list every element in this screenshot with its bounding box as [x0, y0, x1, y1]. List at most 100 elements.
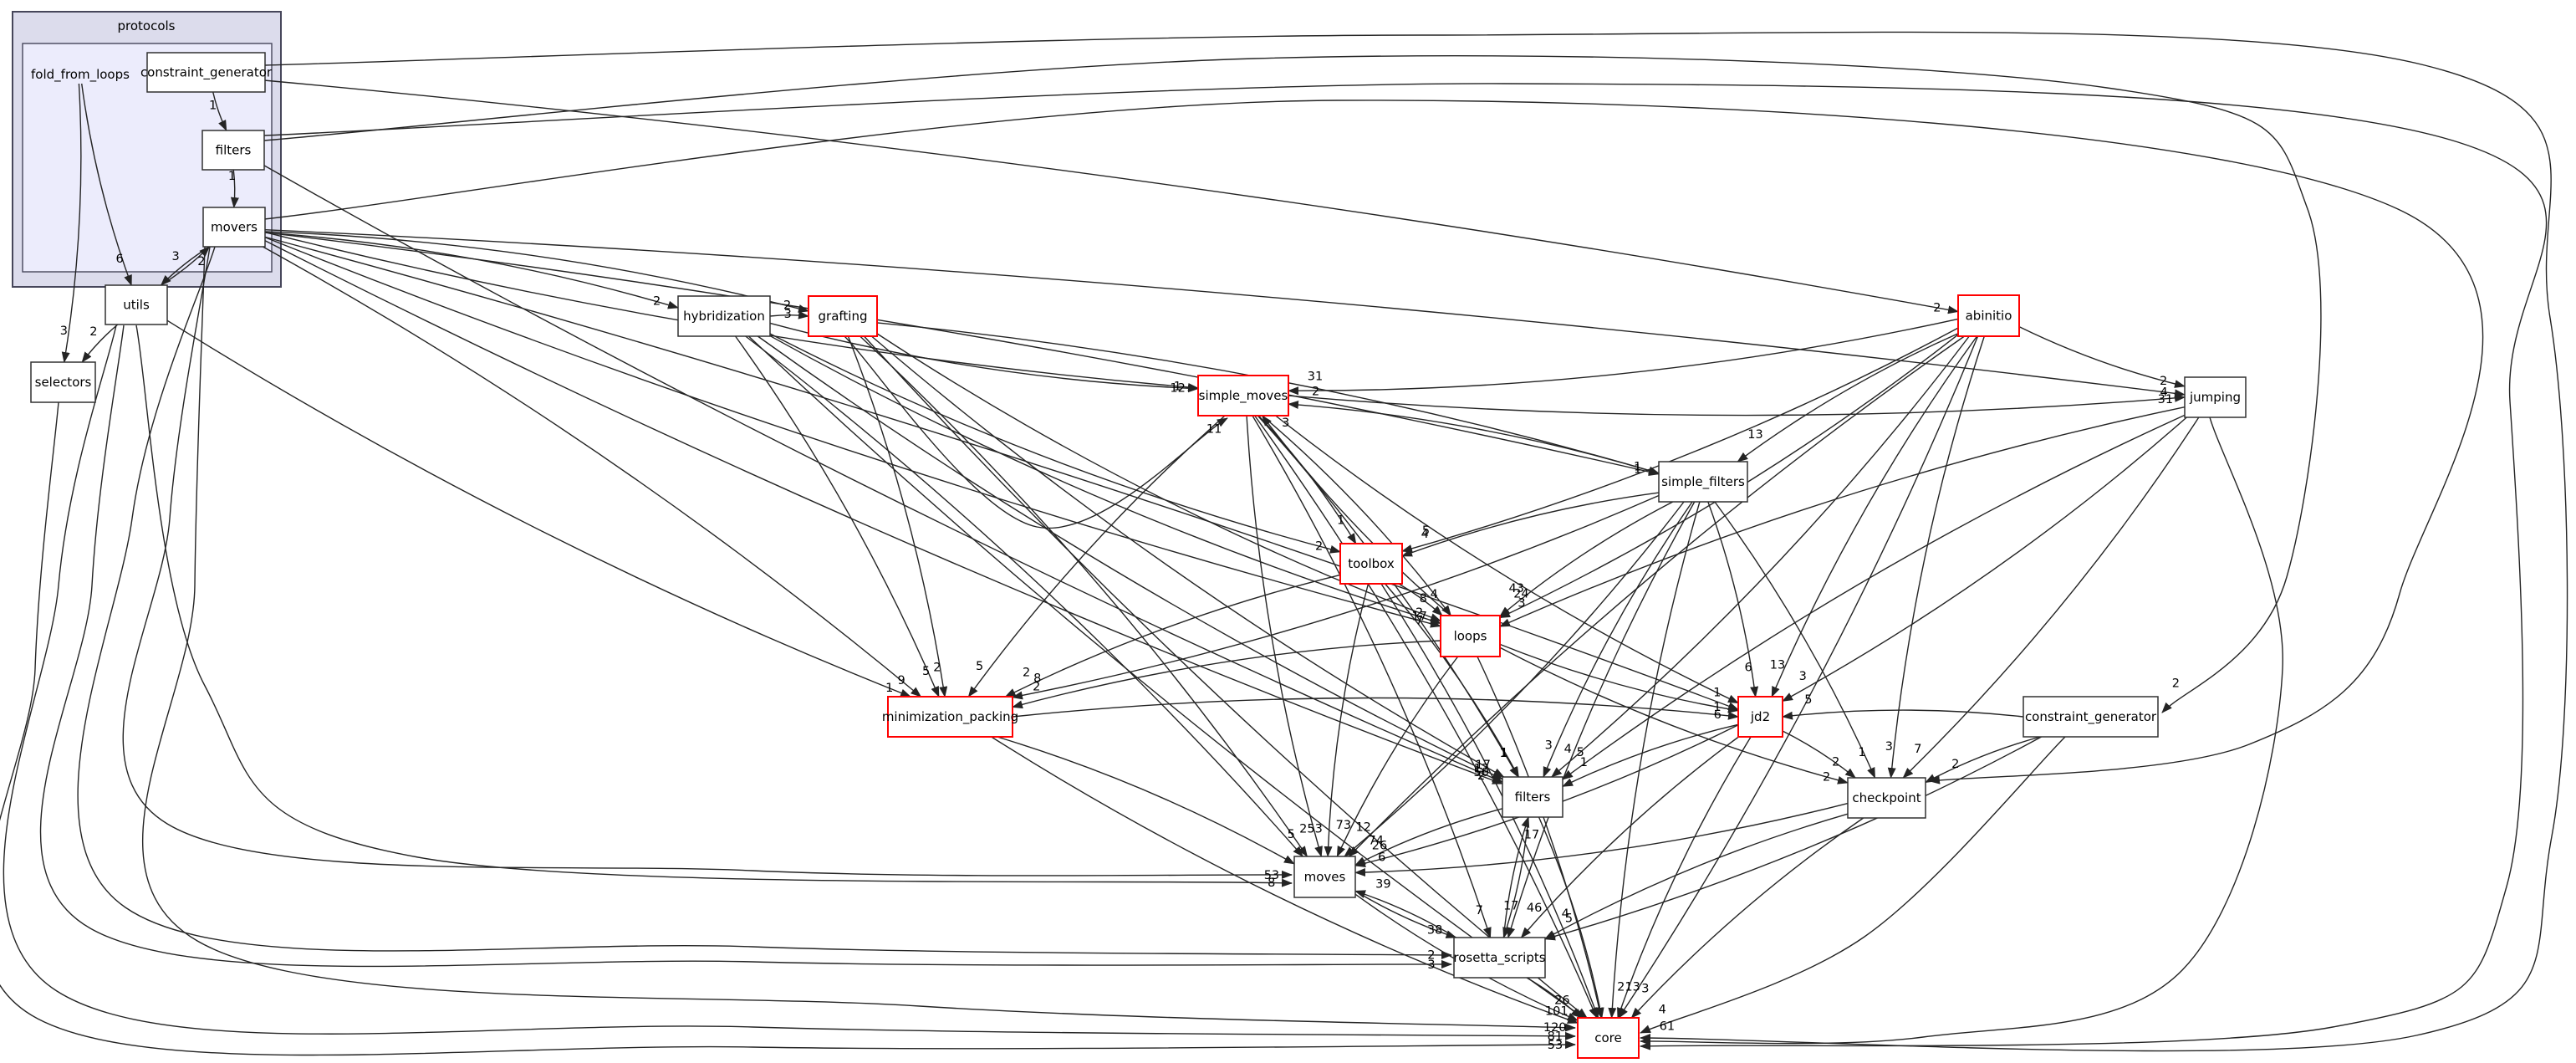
node-core[interactable]: core — [1577, 1017, 1640, 1059]
node-box-selectors[interactable] — [30, 361, 96, 403]
node-box-hybridization[interactable] — [677, 295, 771, 337]
node-label-jd2: jd2 — [1750, 709, 1770, 724]
node-utils[interactable]: utils — [105, 284, 168, 325]
node-box-jd2[interactable] — [1737, 696, 1783, 738]
node-label-selectors: selectors — [35, 375, 92, 390]
node-box-core[interactable] — [1577, 1017, 1640, 1059]
edge-label-simple_moves-jumping: 31 — [2158, 393, 2173, 406]
node-grafting[interactable]: grafting — [808, 295, 878, 337]
node-label-filters_center: filters — [1515, 790, 1551, 805]
node-simple_filters[interactable]: simple_filters — [1658, 461, 1748, 503]
edge-loops-core — [1477, 656, 1604, 1019]
edge-label-ffl-selectors: 3 — [60, 325, 68, 338]
edge-simple_filters-loops — [1499, 501, 1674, 617]
node-label-simple_moves: simple_moves — [1199, 388, 1288, 404]
edge-label-utils-movers: 2 — [197, 255, 205, 268]
node-filters_inner[interactable]: filters — [201, 130, 265, 171]
edge-label-jd2-checkpoint: 2 — [1832, 755, 1839, 769]
edge-label-hybridization-simple_moves: 12 — [1170, 382, 1185, 396]
edge-movers-minimization_packing — [263, 246, 922, 698]
node-box-grafting[interactable] — [808, 295, 878, 337]
edge-label-filters_inner-cg_right: 2 — [2172, 677, 2180, 690]
edge-movers-rosetta_scripts — [77, 246, 1452, 959]
edge-label-abinitio-checkpoint: 3 — [1885, 740, 1893, 754]
edge-abinitio-simple_filters — [1737, 333, 1959, 463]
edge-toolbox-loops — [1398, 583, 1443, 616]
edge-label-toolbox-loops: 8 — [1420, 592, 1427, 606]
node-simple_moves[interactable]: simple_moves — [1197, 375, 1289, 417]
node-box-minimization_packing[interactable] — [887, 696, 1013, 738]
edge-label-jumping-jd2: 3 — [1799, 670, 1807, 683]
node-box-loops[interactable] — [1440, 615, 1501, 657]
node-box-utils[interactable] — [105, 284, 168, 325]
node-box-checkpoint[interactable] — [1847, 777, 1926, 819]
edge-hybridization-toolbox — [769, 333, 1341, 554]
edge-label-abinitio-loops: 24 — [1513, 587, 1528, 600]
edge-label-loops-simple_moves: 3 — [1282, 417, 1289, 430]
edge-toolbox-moves — [1324, 583, 1370, 857]
edge-simple_filters-checkpoint — [1714, 501, 1876, 779]
node-rosetta_scripts[interactable]: rosetta_scripts — [1453, 937, 1546, 979]
node-toolbox[interactable]: toolbox — [1339, 543, 1403, 585]
edge-label-abinitio-simple_filters: 13 — [1747, 428, 1762, 442]
edge-label-abinitio-moves: 12 — [1355, 821, 1370, 835]
edge-label-grafting-moves: 5 — [1288, 828, 1295, 841]
edge-abinitio-filters_center — [1550, 335, 1970, 778]
cluster-label-protocols: protocols — [117, 18, 175, 33]
node-moves[interactable]: moves — [1293, 856, 1356, 898]
edge-hybridization-moves — [745, 335, 1303, 857]
edge-label-utils-rosetta_scripts: 3 — [1427, 958, 1435, 972]
node-box-cg_right[interactable] — [2023, 696, 2159, 738]
node-loops[interactable]: loops — [1440, 615, 1501, 657]
edge-label-hybridization-grafting: 3 — [784, 308, 792, 321]
edge-abinitio-moves — [1348, 335, 1965, 857]
node-box-movers[interactable] — [202, 207, 266, 248]
node-box-moves[interactable] — [1293, 856, 1356, 898]
node-box-simple_filters[interactable] — [1658, 461, 1748, 503]
edge-label-hybridization-minimization_packing: 5 — [922, 665, 930, 678]
node-abinitio[interactable]: abinitio — [1957, 294, 2020, 337]
edge-label-ffl-utils: 6 — [115, 253, 123, 266]
node-jd2[interactable]: jd2 — [1737, 696, 1783, 738]
edge-label-toolbox-minimization_packing: 2 — [1023, 667, 1030, 680]
edge-label-rosetta_scripts-moves: 39 — [1375, 878, 1390, 892]
edge-hybridization-grafting — [769, 310, 809, 319]
node-box-filters_inner[interactable] — [201, 130, 265, 171]
node-movers[interactable]: movers — [202, 207, 266, 248]
node-box-jumping[interactable] — [2184, 376, 2247, 418]
edge-label-minimization_packing-jd2: 6 — [1714, 708, 1722, 722]
node-filters_center[interactable]: filters — [1502, 776, 1563, 818]
edge-label-jd2-filters_center: 1 — [1580, 756, 1588, 769]
node-selectors[interactable]: selectors — [30, 361, 96, 403]
edge-movers-core — [141, 246, 1576, 1032]
edge-simple_filters-simple_moves — [1288, 401, 1660, 474]
node-jumping[interactable]: jumping — [2184, 376, 2247, 418]
node-cg_inner[interactable]: constraint_generator — [140, 52, 273, 93]
edge-label-abinitio-jumping: 2 — [2160, 375, 2167, 388]
edge-abinitio-jumping — [2018, 326, 2186, 388]
edge-label-movers-rosetta_scripts: 2 — [1427, 949, 1435, 963]
edge-toolbox-core — [1380, 583, 1599, 1019]
node-box-cg_inner[interactable] — [146, 52, 266, 93]
node-box-filters_center[interactable] — [1502, 776, 1563, 818]
edge-abinitio-jd2 — [1771, 335, 1978, 698]
edge-label-cg_inner-abinitio: 2 — [1933, 301, 1941, 314]
edge-simple_filters-minimization_packing — [1012, 494, 1660, 700]
edge-label-movers-filters_center: 2 — [1477, 769, 1485, 783]
node-box-simple_moves[interactable] — [1197, 375, 1289, 417]
edge-label-loops-checkpoint: 2 — [1823, 770, 1830, 784]
node-box-toolbox[interactable] — [1339, 543, 1403, 585]
node-box-rosetta_scripts[interactable] — [1453, 937, 1546, 979]
node-cg_right[interactable]: constraint_generator — [2023, 696, 2159, 738]
edge-loops-checkpoint — [1499, 646, 1849, 784]
node-hybridization[interactable]: hybridization — [677, 295, 771, 337]
edge-label-jumping-core: 61 — [1660, 1020, 1675, 1034]
node-label-jumping: jumping — [2189, 390, 2241, 405]
node-checkpoint[interactable]: checkpoint — [1847, 777, 1926, 819]
node-minimization_packing[interactable]: minimization_packing — [882, 696, 1018, 738]
node-box-abinitio[interactable] — [1957, 294, 2020, 337]
edge-simple_moves-loops — [1262, 415, 1451, 616]
edge-loops-jd2 — [1499, 643, 1739, 713]
edge-filters_center-core — [1538, 816, 1604, 1019]
